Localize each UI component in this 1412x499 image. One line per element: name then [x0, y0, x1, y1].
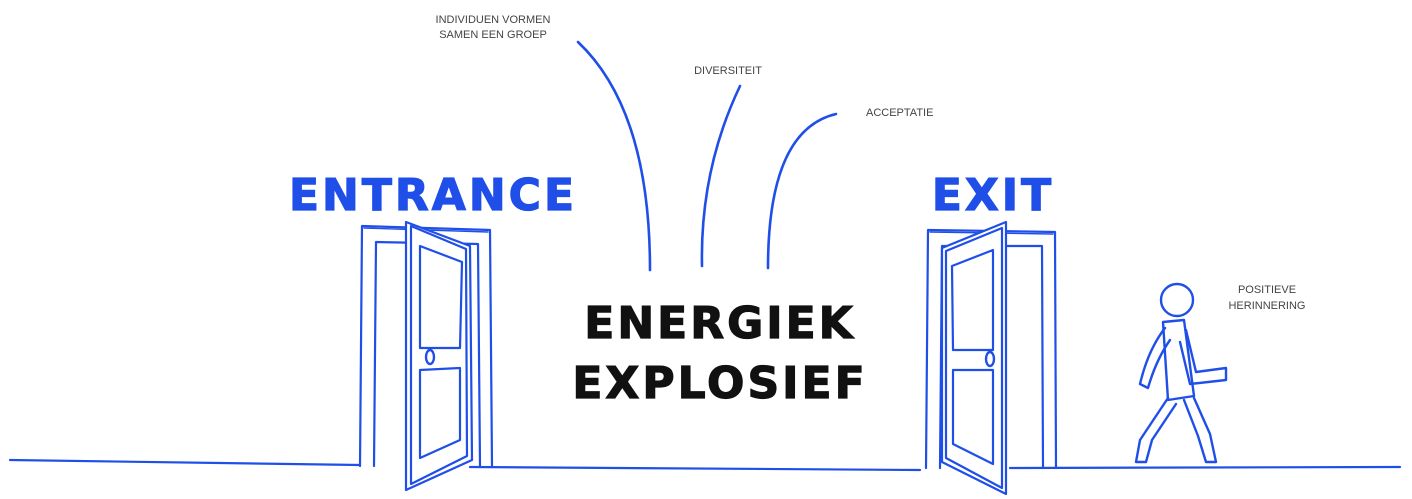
center-text-line2: EXPLOSIEF [572, 358, 867, 409]
exit-label: EXIT [932, 170, 1054, 221]
ground-line [8, 458, 1402, 472]
walking-person-icon [1134, 282, 1228, 464]
annotation-individuen-line2: SAMEN EEN GROEP [439, 29, 547, 41]
connector-individuen [576, 40, 652, 272]
annotation-positieve-line1: POSITIEVE [1238, 284, 1296, 296]
annotation-acceptatie: ACCEPTATIE [866, 107, 933, 119]
annotation-connectors [576, 40, 838, 272]
connector-acceptatie [766, 112, 838, 270]
connector-diversiteit [700, 84, 742, 268]
annotation-positieve-line2: HERINNERING [1228, 300, 1305, 312]
annotation-individuen-line1: INDIVIDUEN VORMEN [436, 14, 551, 26]
exit-door-icon [924, 220, 1058, 496]
center-text-line1: ENERGIEK [584, 298, 855, 349]
entrance-door-icon [358, 220, 494, 492]
entrance-label: ENTRANCE [289, 170, 577, 221]
annotation-diversiteit: DIVERSITEIT [694, 65, 762, 77]
